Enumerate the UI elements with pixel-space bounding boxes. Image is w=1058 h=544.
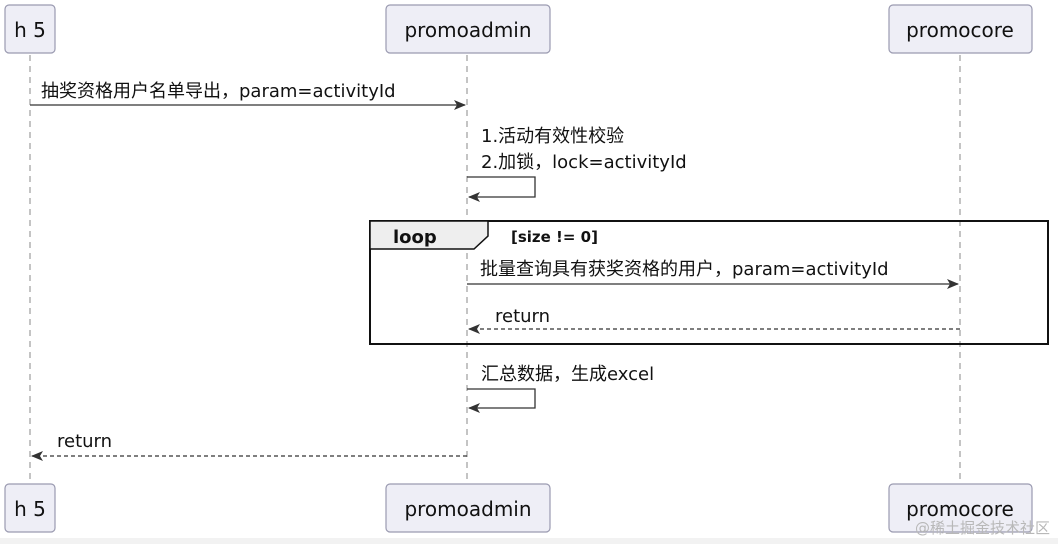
participant-label: promoadmin (404, 497, 531, 521)
message-label: return (57, 431, 112, 452)
self-call-arrow (467, 388, 536, 413)
watermark: @稀土掘金技术社区 (915, 519, 1050, 537)
participant-promoadmin-top: promoadmin (385, 4, 551, 54)
message-label-line-1: 1.活动有效性校验 (481, 126, 624, 147)
bottom-strip (0, 538, 1058, 544)
message-label: return (495, 306, 550, 327)
message-label: 批量查询具有获奖资格的用户，param=activityId (480, 259, 889, 280)
message-validate-lock: 1.活动有效性校验 2.加锁，lock=activityId (467, 126, 687, 202)
participant-label: h 5 (14, 497, 46, 521)
loop-condition: [size != 0] (511, 228, 598, 246)
loop-label: loop (393, 227, 437, 248)
message-aggregate: 汇总数据，生成excel (467, 364, 654, 413)
participant-promocore-bottom: promocore (888, 483, 1033, 533)
loop-frame (369, 220, 1049, 345)
loop-tab (369, 220, 489, 250)
message-label: 汇总数据，生成excel (481, 364, 654, 385)
message-label-line-2: 2.加锁，lock=activityId (481, 152, 687, 173)
message-label: 抽奖资格用户名单导出，param=activityId (41, 81, 396, 102)
participant-label: h 5 (14, 18, 46, 42)
participant-promoadmin-bottom: promoadmin (385, 483, 551, 533)
message-export-request: 抽奖资格用户名单导出，param=activityId (30, 81, 466, 110)
message-batch-query: 批量查询具有获奖资格的用户，param=activityId (467, 259, 959, 289)
participant-label: promocore (906, 497, 1014, 521)
participant-h5-bottom: h 5 (4, 483, 56, 533)
participant-label: promoadmin (404, 18, 531, 42)
participant-h5-top: h 5 (4, 4, 56, 54)
self-call-arrow (467, 176, 536, 202)
loop-fragment: loop [size != 0] (369, 220, 1049, 345)
participant-promocore-top: promocore (888, 4, 1033, 54)
message-return-core: return (468, 306, 960, 334)
message-return-h5: return (31, 431, 467, 461)
participant-label: promocore (906, 18, 1014, 42)
